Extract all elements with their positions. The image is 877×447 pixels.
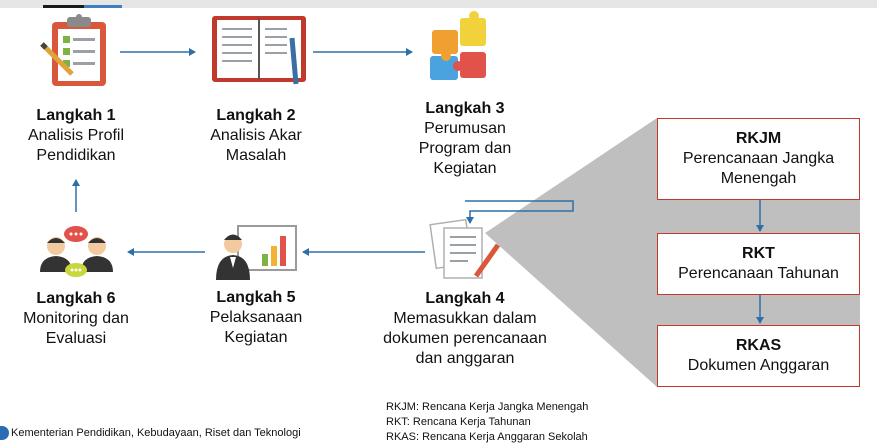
legend-item-rkt: RKT: Rencana Kerja Tahunan: [386, 416, 531, 428]
arrow-step3-to-step4: [465, 200, 574, 224]
step-5-description: Pelaksanaan Kegiatan: [209, 309, 303, 346]
rkt-box-title: RKT: [742, 245, 775, 262]
step-1-title: Langkah 1: [36, 107, 116, 124]
rkjm-box-description: Perencanaan Jangka Menengah: [682, 150, 835, 187]
step-3-title: Langkah 3: [425, 100, 505, 117]
rkjm-box-title: RKJM: [735, 130, 782, 147]
step-6-label: Langkah 6 Monitoring dan Evaluasi: [6, 289, 146, 349]
open-notebook-icon: [212, 16, 306, 85]
presenter-chart-icon: [216, 225, 297, 280]
rkjm-box: RKJM Perencanaan Jangka Menengah: [657, 118, 860, 200]
people-discussion-icon: [40, 226, 113, 277]
clipboard-checklist-icon: [40, 14, 106, 86]
step-5-title: Langkah 5: [216, 289, 296, 306]
step-3-description: Perumusan Program dan Kegiatan: [418, 120, 512, 177]
step-4-title: Langkah 4: [425, 290, 505, 307]
top-bar-blue-segment: [84, 5, 122, 8]
top-bar: [0, 0, 877, 8]
footer-text: Kementerian Pendidikan, Kebudayaan, Rise…: [11, 427, 301, 439]
rkas-box: RKAS Dokumen Anggaran: [657, 325, 860, 387]
rkt-box: RKT Perencanaan Tahunan: [657, 233, 860, 295]
step-2-description: Analisis Akar Masalah: [210, 127, 302, 164]
step-1-description: Analisis Profil Pendidikan: [27, 127, 125, 164]
step-5-label: Langkah 5 Pelaksanaan Kegiatan: [186, 288, 326, 348]
puzzle-pieces-icon: [430, 11, 486, 80]
ministry-logo-icon: [0, 426, 9, 440]
step-6-description: Monitoring dan Evaluasi: [23, 310, 129, 347]
rkt-box-description: Perencanaan Tahunan: [678, 265, 839, 282]
top-bar-dark-segment: [43, 5, 84, 8]
step-4-label: Langkah 4 Memasukkan dalam dokumen peren…: [370, 289, 560, 369]
abbreviation-legend: RKJM: Rencana Kerja Jangka Menengah RKT:…: [386, 400, 588, 445]
step-6-title: Langkah 6: [36, 290, 116, 307]
documents-pen-icon: [429, 218, 501, 279]
rkas-box-description: Dokumen Anggaran: [687, 357, 830, 374]
step-2-label: Langkah 2 Analisis Akar Masalah: [186, 106, 326, 166]
step-3-label: Langkah 3 Perumusan Program dan Kegiatan: [390, 99, 540, 179]
footer: Kementerian Pendidikan, Kebudayaan, Rise…: [0, 424, 301, 442]
rkas-box-title: RKAS: [735, 337, 782, 354]
legend-item-rkas: RKAS: Rencana Kerja Anggaran Sekolah: [386, 431, 588, 443]
step-2-title: Langkah 2: [216, 107, 296, 124]
step-4-description: Memasukkan dalam dokumen perencanaan dan…: [383, 310, 547, 367]
step-1-label: Langkah 1 Analisis Profil Pendidikan: [6, 106, 146, 166]
legend-item-rkjm: RKJM: Rencana Kerja Jangka Menengah: [386, 401, 589, 413]
